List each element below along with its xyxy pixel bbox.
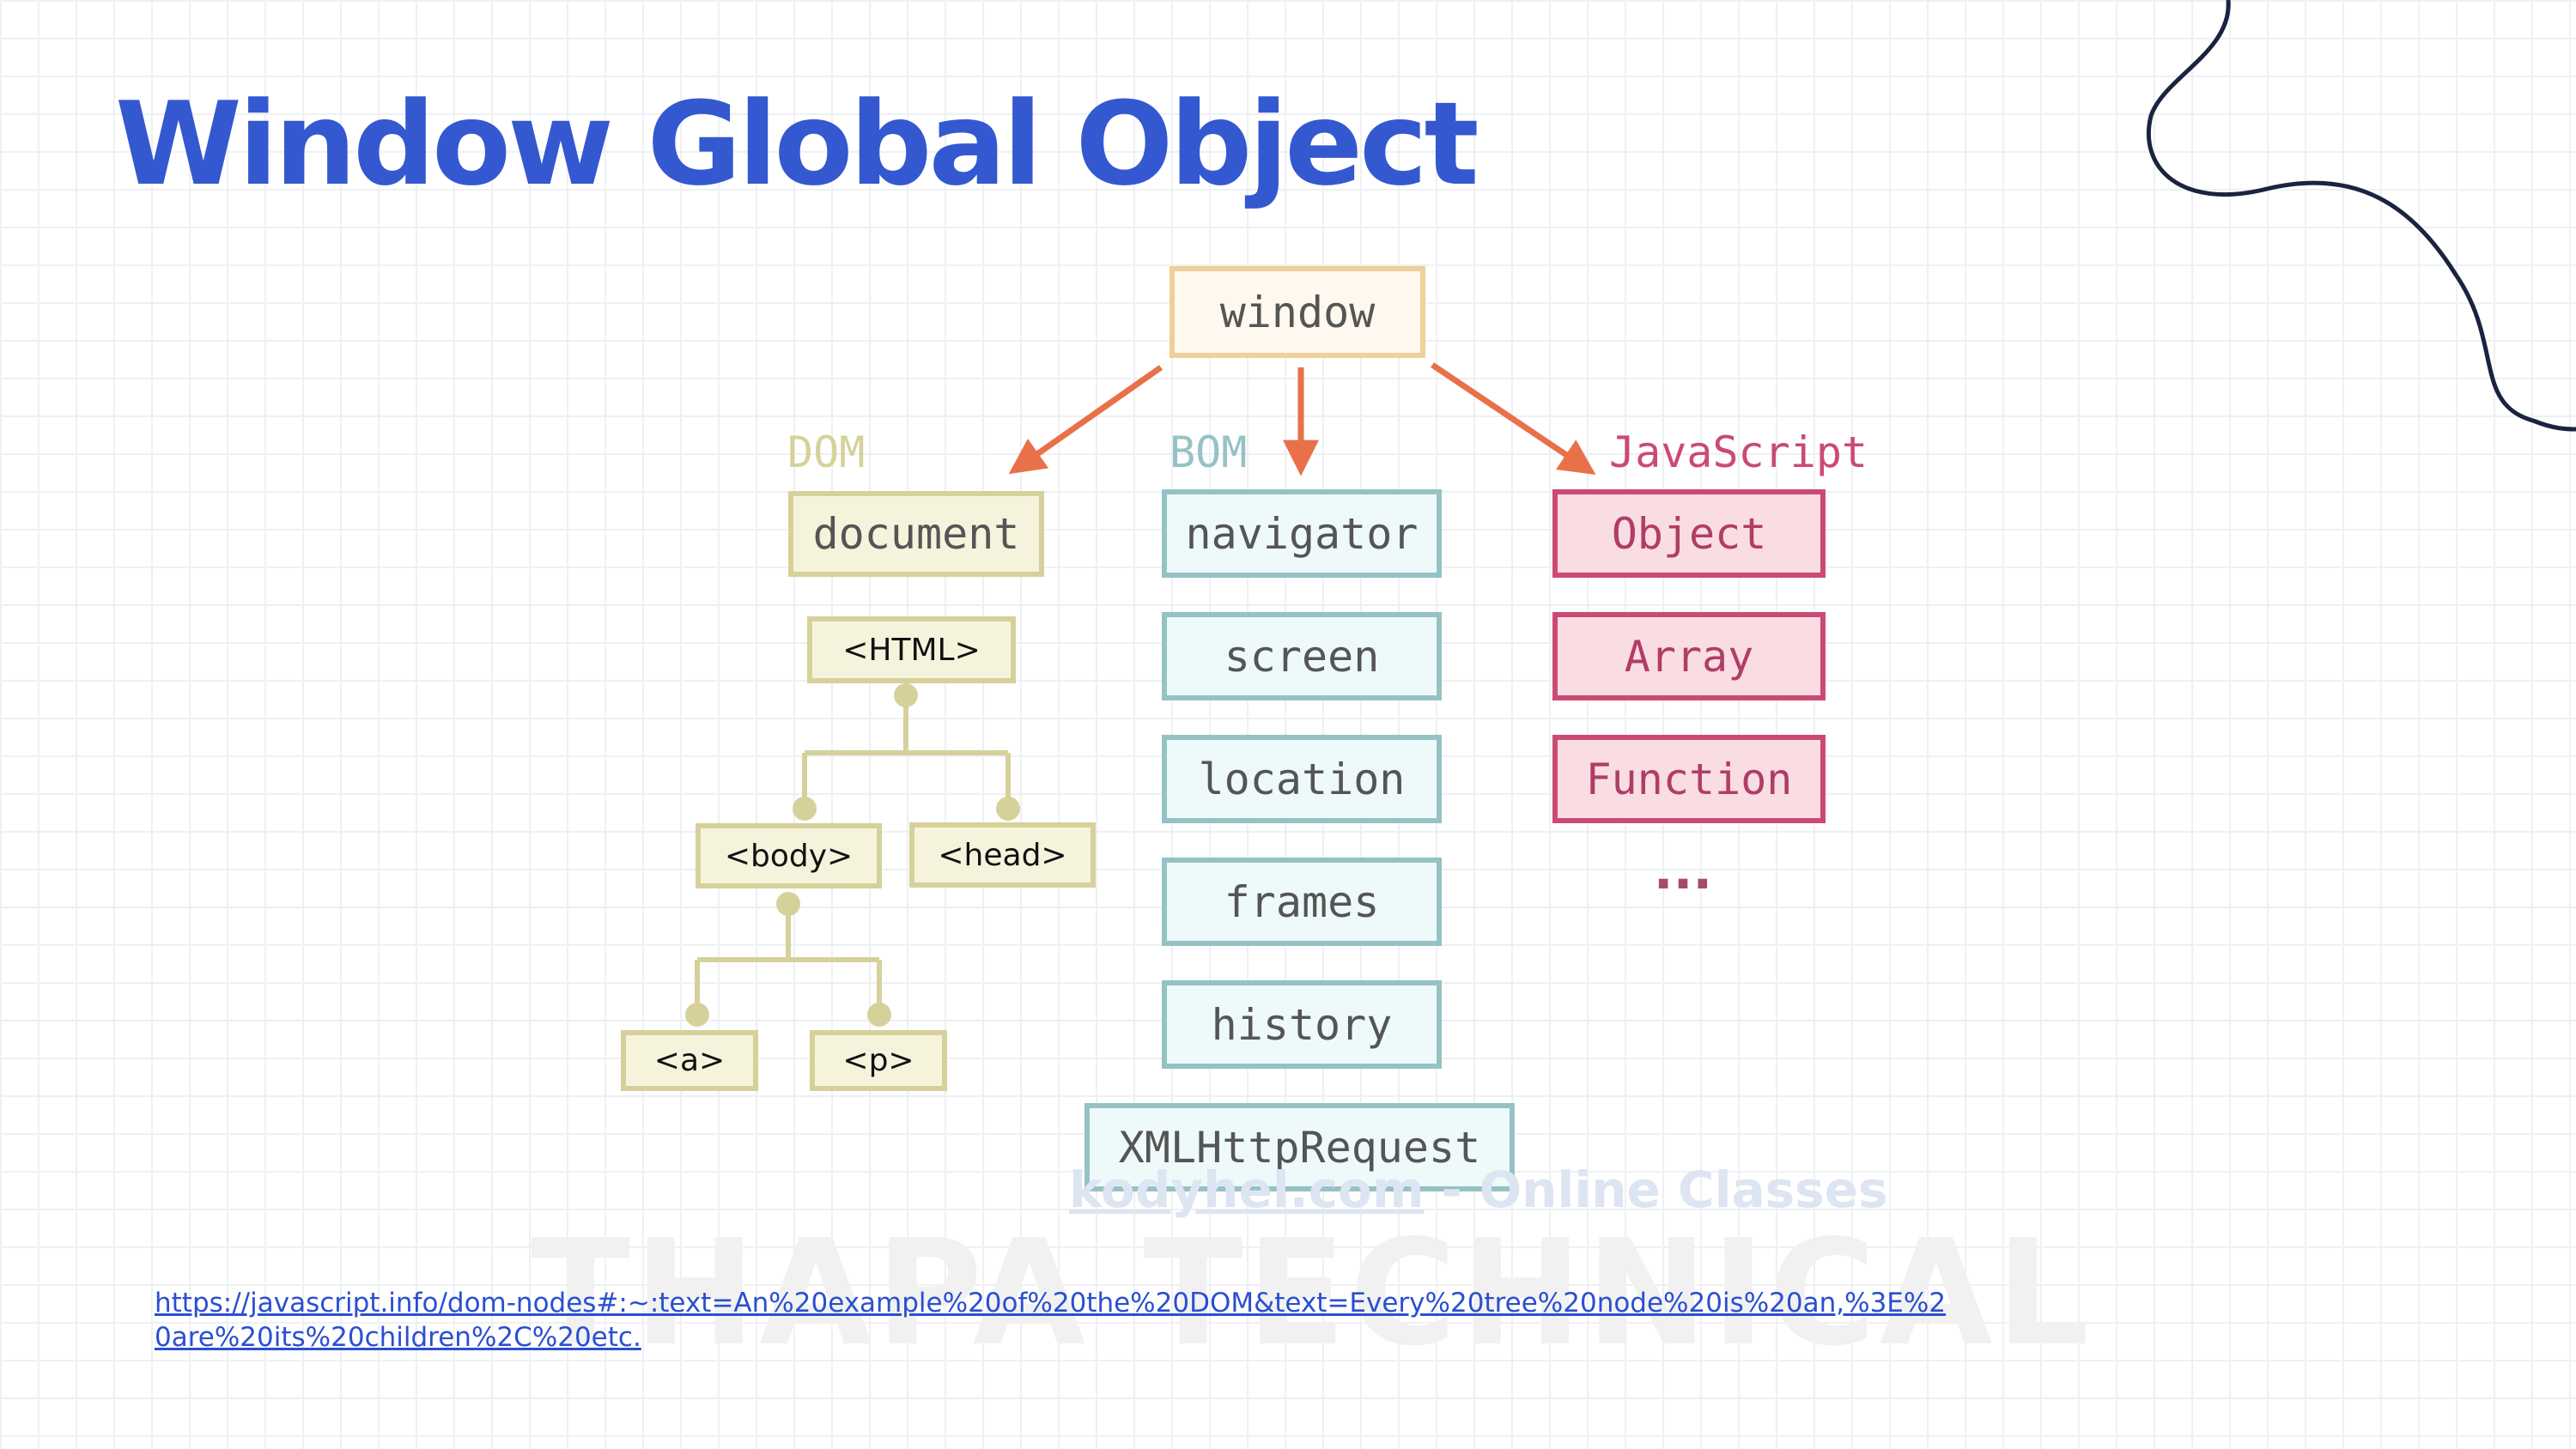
bom-item-history: history <box>1162 980 1442 1069</box>
watermark-big: THAPA TECHNICAL <box>531 1209 2093 1379</box>
bom-item-navigator: navigator <box>1162 489 1442 578</box>
javascript-label: JavaScript <box>1609 427 1868 477</box>
dom-tree-connectors <box>685 683 1020 1027</box>
bom-item-screen: screen <box>1162 612 1442 700</box>
bom-item-xmlhttprequest: XMLHttpRequest <box>1084 1103 1515 1191</box>
js-item-object: Object <box>1552 489 1826 578</box>
js-more-ellipsis: ... <box>1653 841 1713 901</box>
bom-label: BOM <box>1170 427 1248 477</box>
document-box: document <box>788 491 1044 577</box>
decorative-curve <box>2146 0 2576 432</box>
arrow-to-dom <box>1008 365 1163 475</box>
window-box: window <box>1170 266 1425 358</box>
watermark-small: kodyhel.com - Online Classes <box>1069 1161 1888 1219</box>
slide-title: Window Global Object <box>115 77 1479 211</box>
dom-node-head: <head> <box>909 822 1096 888</box>
dom-node-a: <a> <box>621 1030 758 1091</box>
watermark-rest: - Online Classes <box>1424 1161 1888 1219</box>
bom-item-location: location <box>1162 735 1442 823</box>
bom-item-frames: frames <box>1162 858 1442 946</box>
dom-label: DOM <box>787 427 866 477</box>
js-item-array: Array <box>1552 612 1826 700</box>
dom-node-body: <body> <box>696 823 882 888</box>
dom-node-html: <HTML> <box>807 616 1016 683</box>
source-link[interactable]: https://javascript.info/dom-nodes#:~:tex… <box>155 1288 1947 1353</box>
watermark-link: kodyhel.com <box>1069 1161 1425 1219</box>
arrow-to-js <box>1431 362 1596 476</box>
dom-node-p: <p> <box>810 1030 947 1091</box>
js-item-function: Function <box>1552 735 1826 823</box>
